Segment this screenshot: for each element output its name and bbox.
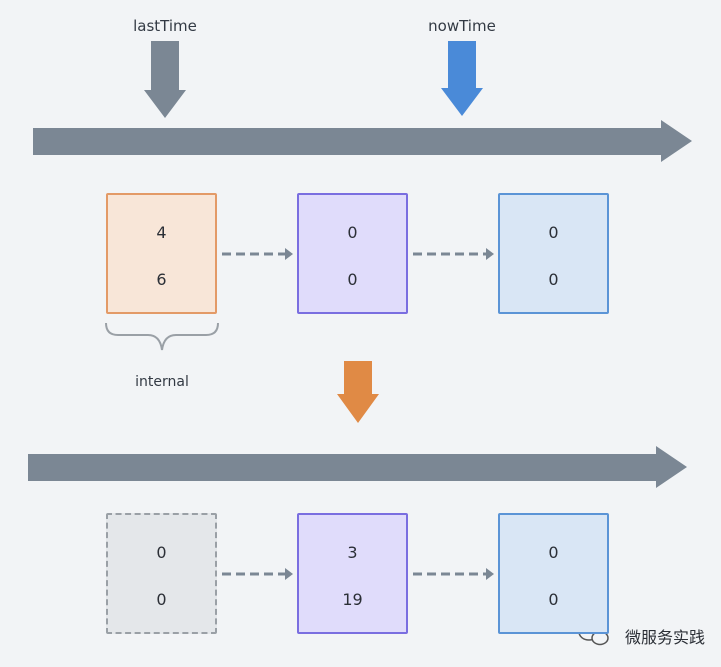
connector-arrow-row1-a — [222, 248, 293, 260]
connector-arrow-row1-b — [413, 248, 494, 260]
now-time-down-arrow — [441, 41, 483, 116]
bucket-box-row2-3: 0 0 — [498, 513, 609, 634]
bucket-value-top: 0 — [548, 543, 559, 562]
bucket-box-row2-1: 0 0 — [106, 513, 217, 634]
bucket-value-top: 4 — [156, 223, 167, 242]
watermark-text: 微服务实践 — [624, 628, 705, 647]
bucket-value-top: 0 — [548, 223, 559, 242]
last-time-label: lastTime — [133, 17, 197, 35]
bucket-box-row1-1: 4 6 — [106, 193, 217, 314]
bucket-value-bottom: 6 — [156, 270, 167, 289]
bucket-value-bottom: 19 — [342, 590, 363, 609]
bucket-value-bottom: 0 — [156, 590, 167, 609]
connector-arrow-row2-b — [413, 568, 494, 580]
timeline-arrow-bottom — [28, 446, 687, 488]
bucket-box-row1-3: 0 0 — [498, 193, 609, 314]
bucket-box-row2-2: 3 19 — [297, 513, 408, 634]
bucket-value-top: 0 — [156, 543, 167, 562]
bucket-box-row1-2: 0 0 — [297, 193, 408, 314]
bucket-value-bottom: 0 — [347, 270, 358, 289]
bucket-value-bottom: 0 — [548, 270, 559, 289]
timeline-arrow-top — [33, 120, 692, 162]
connector-arrow-row2-a — [222, 568, 293, 580]
internal-brace — [105, 322, 219, 351]
bucket-value-bottom: 0 — [548, 590, 559, 609]
last-time-down-arrow — [144, 41, 186, 118]
bucket-value-top: 3 — [347, 543, 358, 562]
bucket-value-top: 0 — [347, 223, 358, 242]
internal-label: internal — [135, 374, 189, 390]
now-time-label: nowTime — [428, 17, 496, 35]
transition-down-arrow — [337, 361, 379, 423]
